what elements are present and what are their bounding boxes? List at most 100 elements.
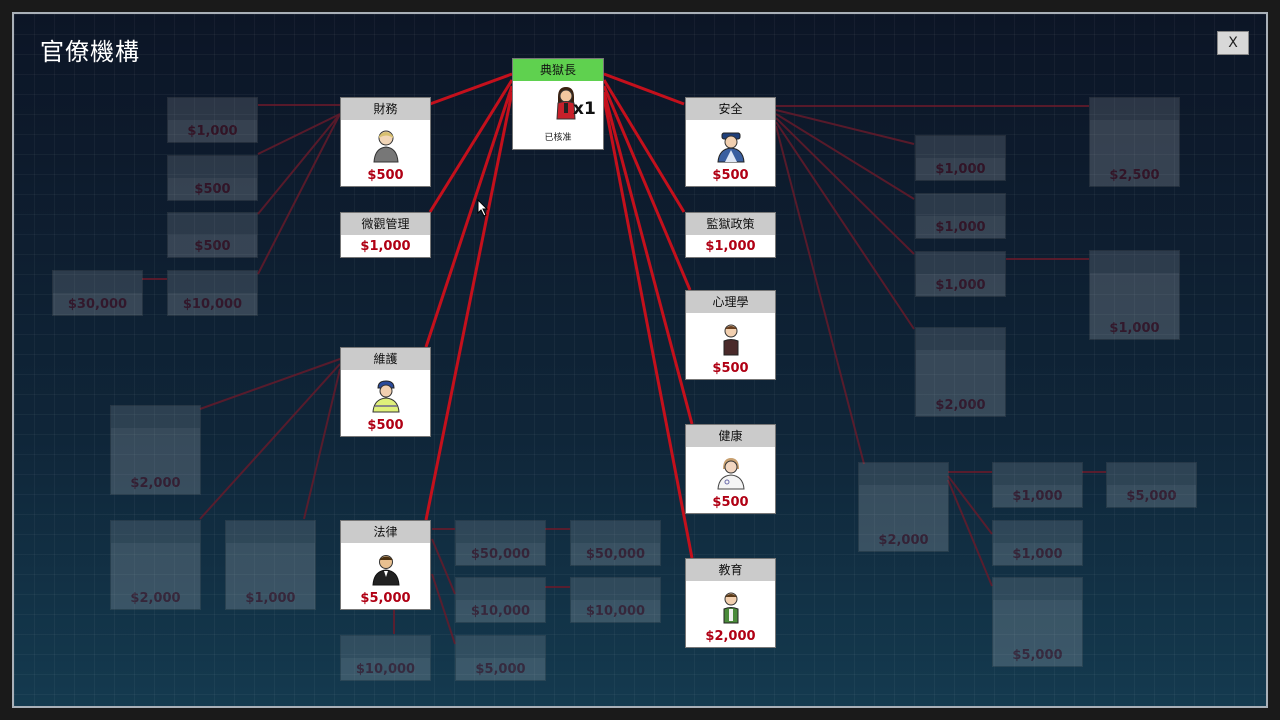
card-title	[1107, 463, 1196, 485]
finance-card[interactable]: 財務 $500	[340, 97, 431, 187]
link-line	[602, 85, 692, 291]
foreman-icon	[371, 380, 400, 413]
security-card[interactable]: 安全 $500	[685, 97, 776, 187]
card-title	[1090, 98, 1179, 120]
card-price: $5,000	[475, 662, 526, 677]
link-line	[775, 121, 915, 330]
link-line	[603, 72, 685, 106]
card-title	[226, 521, 315, 543]
link-line	[602, 97, 694, 559]
card-price: $500	[712, 361, 749, 376]
locked-card[interactable]: $1,000	[992, 462, 1083, 508]
link-line	[257, 113, 341, 275]
locked-card[interactable]: $1,000	[915, 135, 1006, 181]
card-price: $2,000	[705, 629, 756, 644]
locked-card[interactable]: $2,000	[110, 405, 201, 495]
locked-card[interactable]: $1,000	[915, 251, 1006, 297]
link-line	[429, 72, 513, 106]
link-line	[775, 109, 915, 145]
card-title	[571, 521, 660, 543]
card-price: $1,000	[187, 124, 238, 139]
locked-card[interactable]: $1,000	[1089, 250, 1180, 340]
locked-card[interactable]: $2,000	[110, 520, 201, 610]
card-price: $500	[367, 418, 404, 433]
card-title	[859, 463, 948, 485]
close-button[interactable]: X	[1217, 31, 1249, 55]
page-title: 官僚機構	[40, 38, 140, 66]
accountant-icon	[372, 130, 399, 163]
locked-card[interactable]: $5,000	[992, 577, 1083, 667]
card-title	[111, 406, 200, 428]
card-title	[456, 636, 545, 658]
bureaucracy-window: 官僚機構 X $1,000 $500 $500 $30,000 $10,000 …	[12, 12, 1268, 708]
card-title	[1090, 251, 1179, 273]
health-card[interactable]: 健康 $500	[685, 424, 776, 514]
card-price: $500	[712, 168, 749, 183]
card-title: 健康	[686, 425, 775, 447]
card-price: $5,000	[1126, 489, 1177, 504]
warden-count: x1	[573, 99, 596, 119]
locked-card[interactable]: $5,000	[1106, 462, 1197, 508]
micromanagement-card[interactable]: 微觀管理 $1,000	[340, 212, 431, 258]
card-price: $1,000	[245, 591, 296, 606]
link-line	[947, 479, 993, 587]
card-price: $2,000	[130, 591, 181, 606]
link-line	[199, 358, 341, 410]
card-price: $500	[194, 182, 231, 197]
psychology-card[interactable]: 心理學 $500	[685, 290, 776, 380]
card-title	[993, 521, 1082, 543]
card-title	[456, 578, 545, 600]
card-price: $2,500	[1109, 168, 1160, 183]
locked-card[interactable]: $1,000	[167, 97, 258, 143]
locked-card[interactable]: $50,000	[570, 520, 661, 566]
card-price: $50,000	[585, 547, 646, 562]
locked-card[interactable]: $2,000	[915, 327, 1006, 417]
link-line	[431, 573, 456, 645]
locked-card[interactable]: $500	[167, 212, 258, 258]
card-price: $1,000	[1109, 321, 1160, 336]
locked-card[interactable]: $2,500	[1089, 97, 1180, 187]
locked-card[interactable]: $1,000	[992, 520, 1083, 566]
maintenance-card[interactable]: 維護 $500	[340, 347, 431, 437]
card-price: $10,000	[585, 604, 646, 619]
locked-card[interactable]: $500	[167, 155, 258, 201]
link-line	[602, 91, 694, 425]
locked-card[interactable]: $10,000	[340, 635, 431, 681]
link-line	[947, 475, 993, 535]
locked-card[interactable]: $5,000	[455, 635, 546, 681]
psychologist-icon	[723, 324, 738, 356]
locked-card[interactable]: $1,000	[225, 520, 316, 610]
locked-card[interactable]: $50,000	[455, 520, 546, 566]
card-title	[341, 636, 430, 658]
card-title	[993, 463, 1082, 485]
card-title: 教育	[686, 559, 775, 581]
legal-card[interactable]: 法律 $5,000	[340, 520, 431, 610]
link-line	[257, 113, 341, 155]
locked-card[interactable]: $10,000	[167, 270, 258, 316]
locked-card[interactable]: $10,000	[570, 577, 661, 623]
card-price: $500	[194, 239, 231, 254]
card-title: 典獄長	[513, 59, 603, 81]
link-line	[257, 113, 341, 215]
warden-card[interactable]: 典獄長 x1 已核准	[512, 58, 604, 150]
locked-card[interactable]: $10,000	[455, 577, 546, 623]
link-line	[303, 368, 341, 520]
card-price: $1,000	[935, 220, 986, 235]
card-title: 微觀管理	[341, 213, 430, 235]
card-title	[571, 578, 660, 600]
background-grid	[14, 14, 1266, 706]
card-price: $1,000	[705, 239, 756, 254]
card-title: 監獄政策	[686, 213, 775, 235]
card-price: $2,000	[130, 476, 181, 491]
link-line	[424, 85, 514, 348]
education-card[interactable]: 教育 $2,000	[685, 558, 776, 648]
card-title	[456, 521, 545, 543]
card-price: $1,000	[935, 278, 986, 293]
locked-card[interactable]: $1,000	[915, 193, 1006, 239]
card-title	[916, 328, 1005, 350]
locked-card[interactable]: $30,000	[52, 270, 143, 316]
prison-policy-card[interactable]: 監獄政策 $1,000	[685, 212, 776, 258]
card-price: $50,000	[470, 547, 531, 562]
locked-card[interactable]: $2,000	[858, 462, 949, 552]
card-title	[168, 98, 257, 120]
